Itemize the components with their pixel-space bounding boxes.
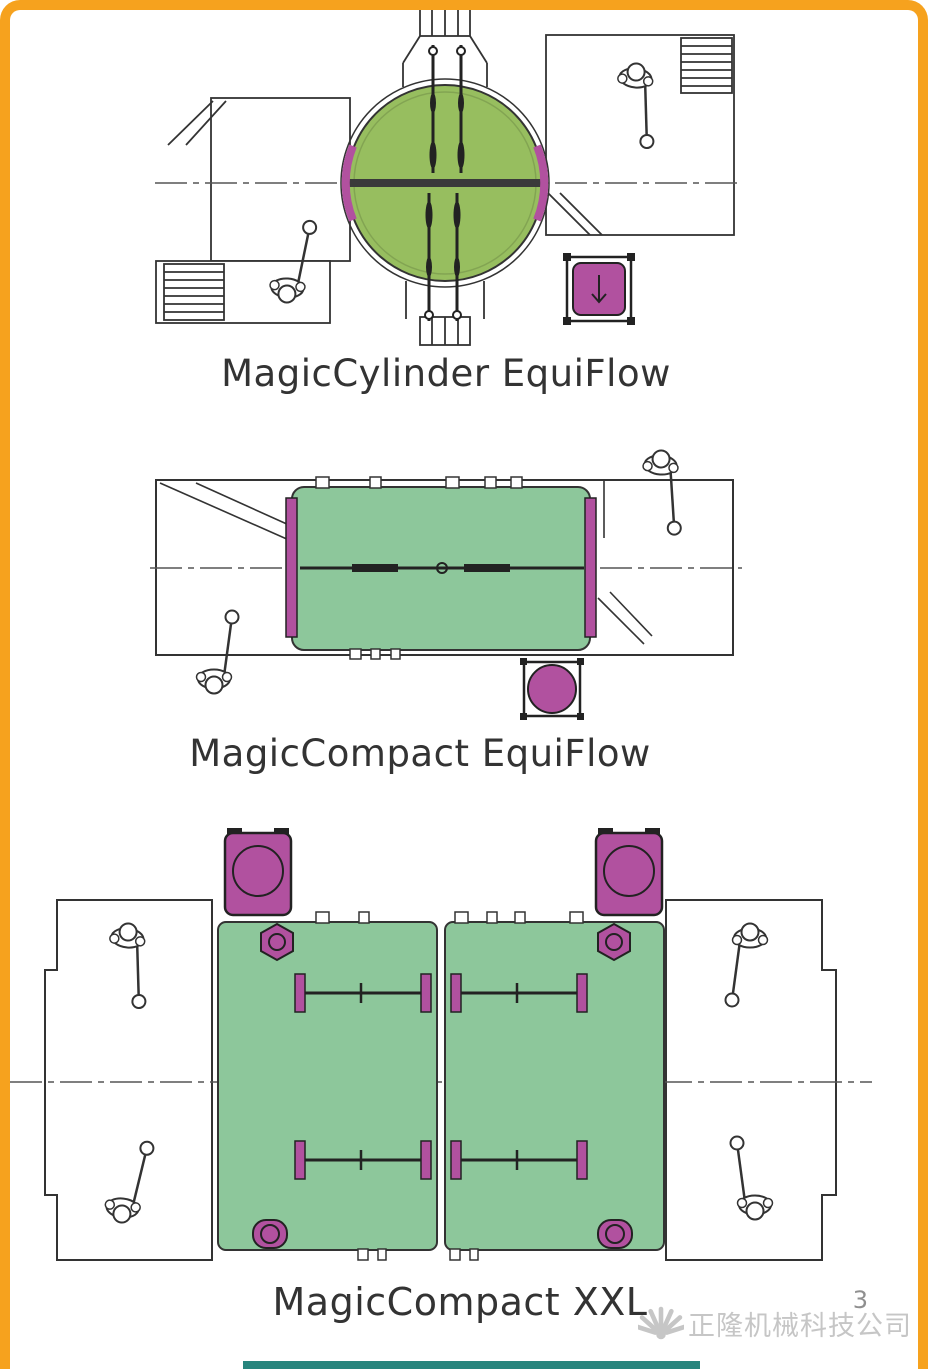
magenta-end-left [285, 497, 298, 638]
bottom-coupling-left [252, 1219, 288, 1249]
top-filling-unit-left [223, 828, 293, 917]
bottom-coupling-right [597, 1219, 633, 1249]
company-fan-logo-icon [638, 1306, 684, 1340]
seam-assemblies [294, 973, 588, 1180]
left-platform [44, 899, 213, 1261]
magenta-end-right [584, 497, 597, 638]
diagram-caption-magiccompact-xxl: MagicCompact XXL [272, 1280, 648, 1324]
magiccompact-xxl-diagram [10, 828, 872, 1261]
diagram-caption-magiccompact-equiflow: MagicCompact EquiFlow [189, 732, 651, 775]
page-number: 3 [852, 1286, 868, 1314]
hexagon-coupling-right [597, 922, 631, 962]
pump-unit [563, 253, 635, 325]
agitator-shafts [424, 45, 466, 321]
top-filling-unit-right [594, 828, 664, 917]
magenta-door-left [341, 144, 357, 222]
footer-teal-bar [243, 1361, 700, 1369]
cylinder-vessel [340, 78, 550, 288]
xxl-machine-body [217, 921, 665, 1251]
compact-machine-body [285, 486, 597, 651]
nozzles [315, 476, 523, 660]
bottom-discharge-chute [405, 281, 485, 346]
company-name: 正隆机械科技公司 [688, 1310, 912, 1342]
magiccylinder-equiflow-diagram [155, 5, 742, 346]
right-platform [665, 899, 837, 1261]
top-feed-chute [402, 5, 488, 87]
pump-unit [520, 658, 584, 720]
arrow-down-icon [591, 275, 607, 304]
watermark: 正隆机械科技公司 [638, 1300, 912, 1346]
diagram-caption-magiccylinder: MagicCylinder EquiFlow [221, 352, 671, 395]
hexagon-coupling-left [260, 922, 294, 962]
nozzles [315, 911, 584, 1261]
left-platform [155, 97, 351, 324]
vessel-seam [348, 179, 542, 187]
magenta-door-right [533, 144, 549, 222]
magiccompact-equiflow-diagram [150, 448, 742, 720]
